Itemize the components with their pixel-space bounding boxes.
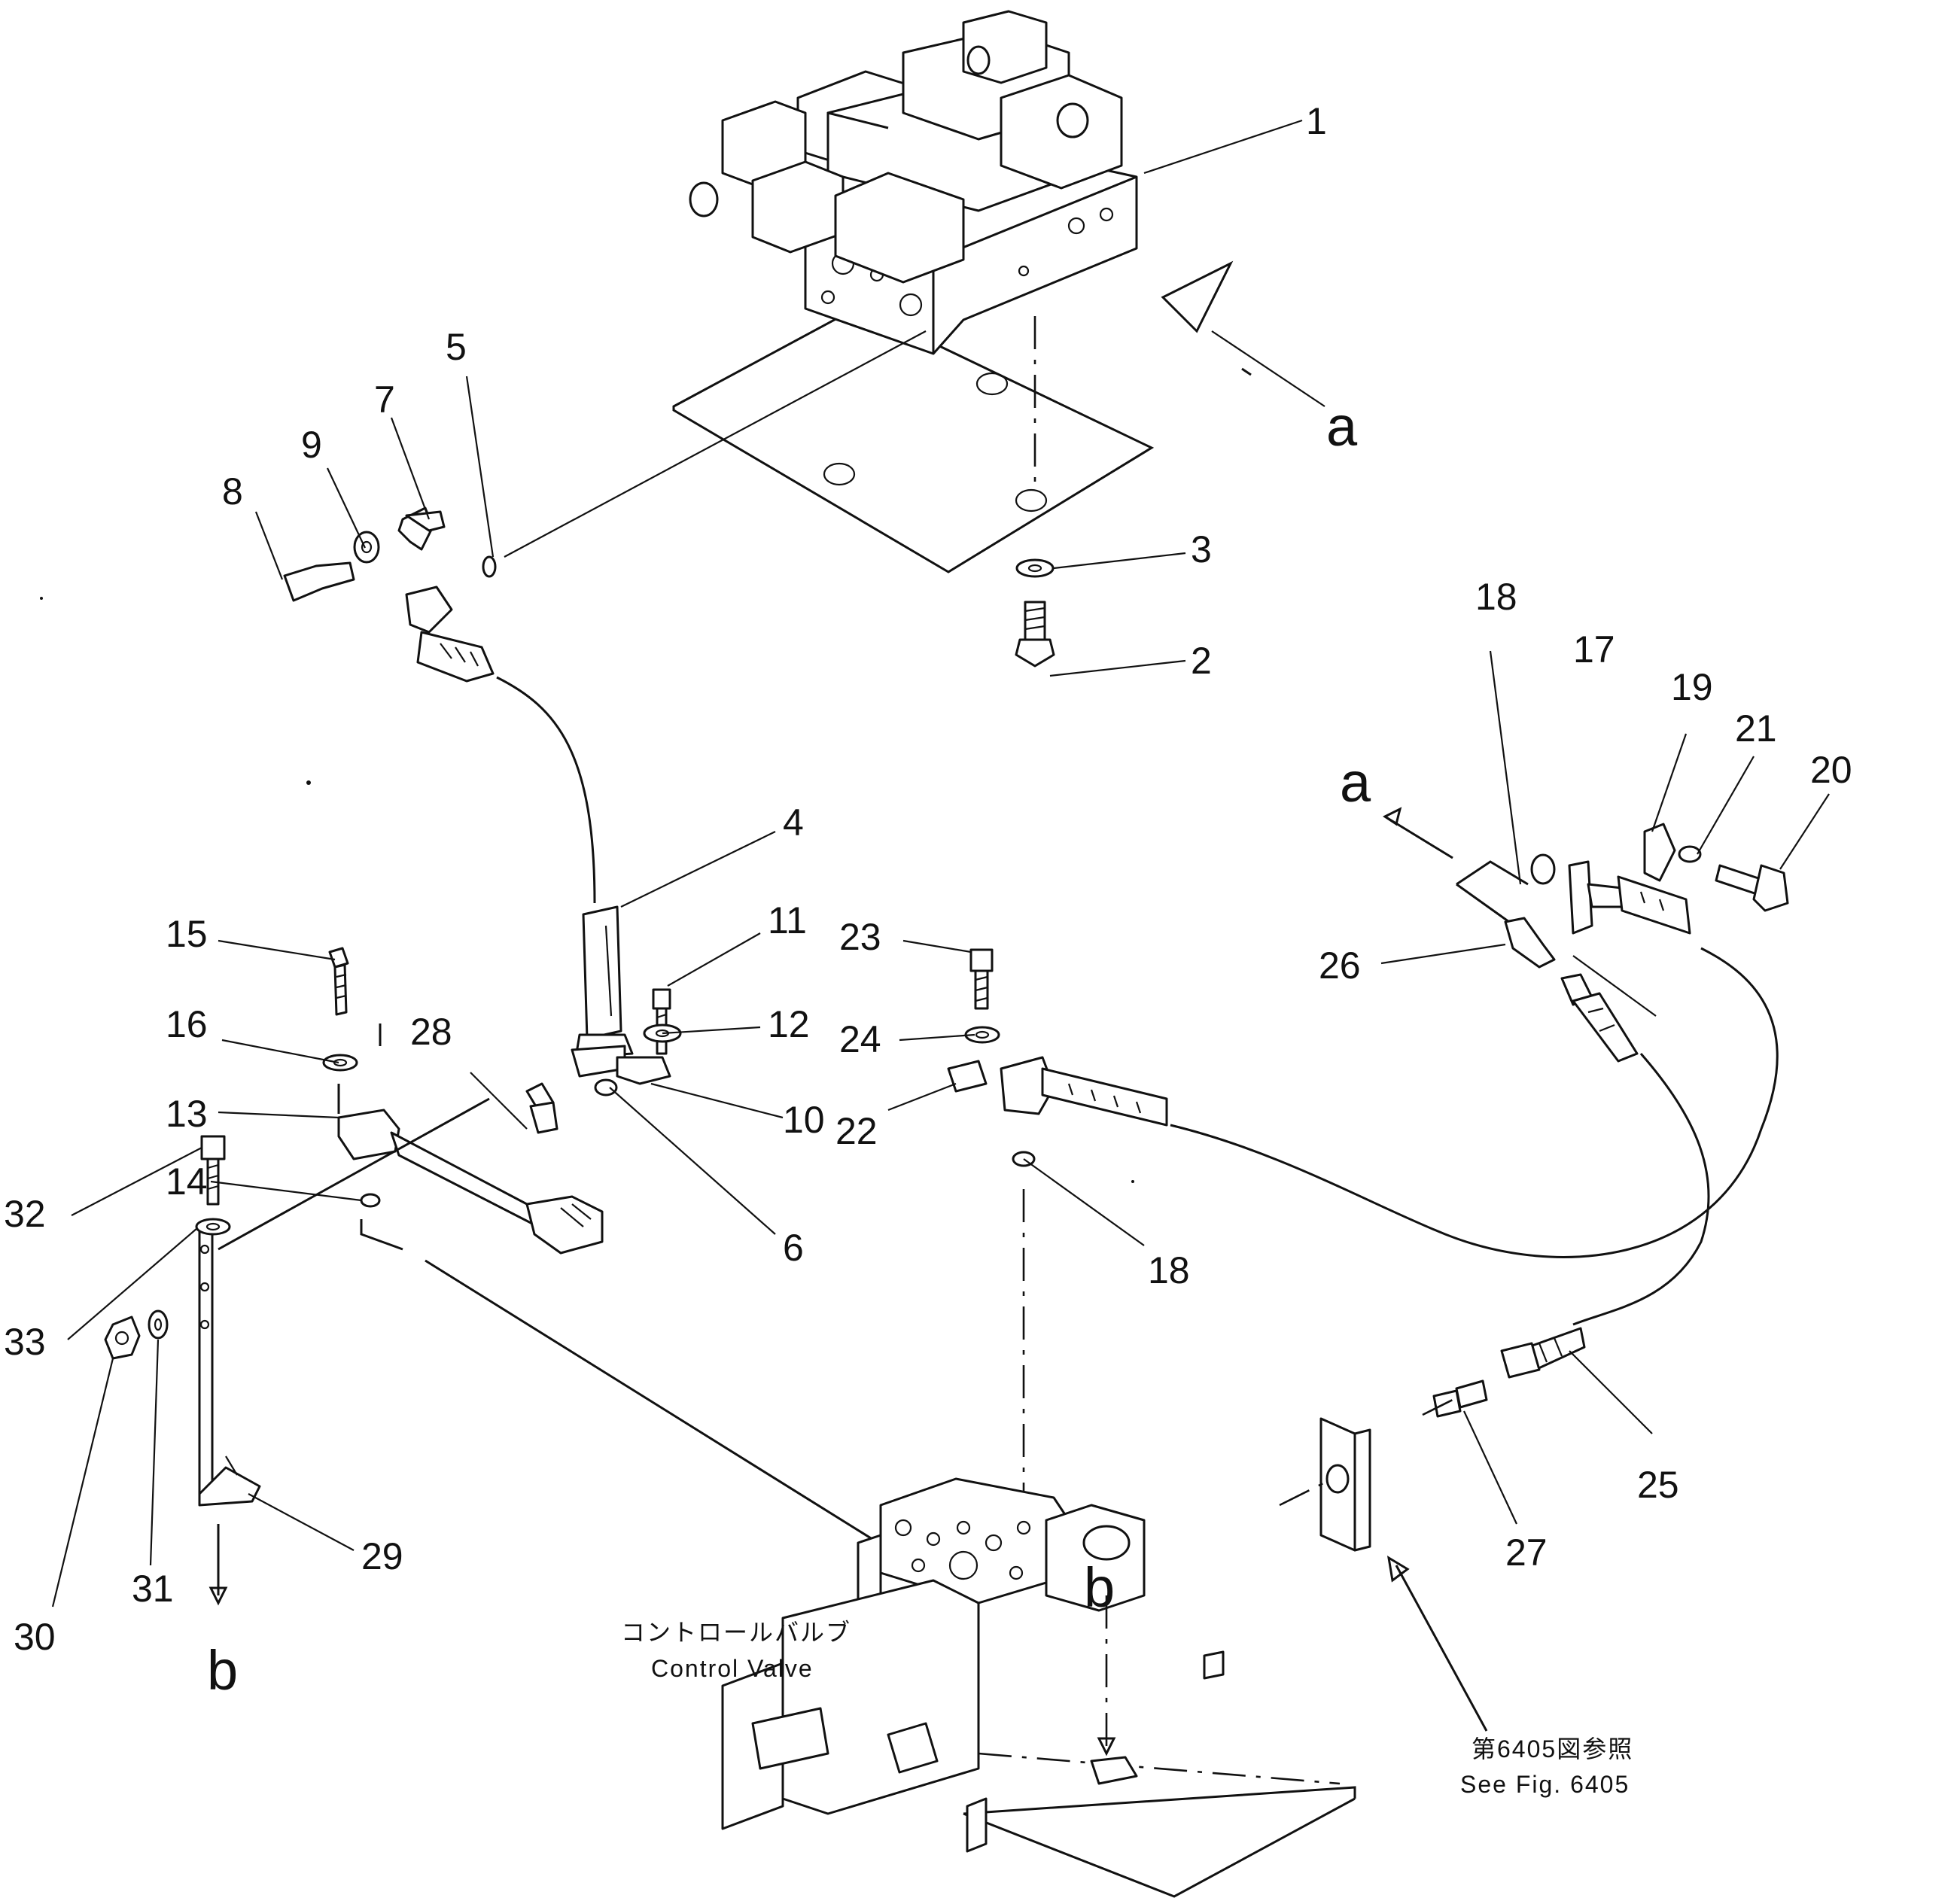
callout-3: 3 bbox=[1191, 528, 1212, 570]
ref-a-top: a bbox=[1326, 395, 1358, 458]
callout-1: 1 bbox=[1306, 100, 1327, 142]
captions: コントロールバルブ Control Valve 第6405図参照 See Fig… bbox=[621, 1619, 1633, 1798]
stray-dot bbox=[1131, 1180, 1134, 1183]
see-fig-label: See Fig. 6405 bbox=[1460, 1771, 1630, 1798]
callout-6: 6 bbox=[783, 1227, 804, 1269]
control-valve-label: Control Valve bbox=[651, 1655, 814, 1682]
stray-dot bbox=[306, 780, 311, 785]
callout-22: 22 bbox=[835, 1110, 878, 1152]
callout-32: 32 bbox=[4, 1193, 46, 1235]
callout-26: 26 bbox=[1319, 944, 1361, 987]
callout-13: 13 bbox=[166, 1093, 208, 1135]
center-fittings bbox=[594, 988, 682, 1096]
callout-10: 10 bbox=[783, 1099, 825, 1141]
left-lower-assembly bbox=[104, 947, 945, 1606]
left-hose-group bbox=[283, 330, 927, 1078]
callout-23: 23 bbox=[839, 916, 881, 958]
bolt-and-washer-2-3 bbox=[1015, 558, 1055, 668]
callout-30: 30 bbox=[14, 1616, 56, 1658]
callout-4: 4 bbox=[783, 801, 804, 844]
callout-24: 24 bbox=[839, 1018, 881, 1060]
callout-15: 15 bbox=[166, 913, 208, 955]
upper-right-assembly bbox=[1383, 807, 1789, 1063]
callout-31: 31 bbox=[132, 1568, 174, 1610]
stray-dot bbox=[40, 597, 43, 600]
callout-5: 5 bbox=[446, 326, 467, 368]
see-fig-label-jp: 第6405図参照 bbox=[1472, 1735, 1633, 1763]
callout-20: 20 bbox=[1810, 749, 1852, 791]
callout-18-upper: 18 bbox=[1475, 576, 1517, 618]
callout-2: 2 bbox=[1191, 640, 1212, 682]
callout-11: 11 bbox=[768, 899, 807, 941]
callout-numbers: 1 2 3 4 5 6 7 8 9 10 11 12 13 14 15 16 1… bbox=[4, 100, 1852, 1658]
callout-12: 12 bbox=[768, 1003, 810, 1045]
callout-19: 19 bbox=[1671, 666, 1713, 708]
ref-a-right: a bbox=[1340, 751, 1371, 814]
callout-29: 29 bbox=[361, 1535, 403, 1577]
control-valve bbox=[721, 1477, 1356, 1898]
callout-18-lower: 18 bbox=[1148, 1249, 1190, 1291]
callout-16: 16 bbox=[166, 1003, 208, 1045]
ref-b-center: b bbox=[1084, 1556, 1115, 1619]
ref-b-left: b bbox=[207, 1639, 238, 1702]
callout-28: 28 bbox=[410, 1011, 452, 1053]
control-valve-label-jp: コントロールバルブ bbox=[621, 1619, 851, 1646]
callout-17: 17 bbox=[1573, 628, 1615, 671]
callout-14: 14 bbox=[166, 1160, 208, 1203]
solenoid-valve-assembly bbox=[672, 10, 1325, 573]
callout-25: 25 bbox=[1637, 1464, 1679, 1506]
right-hose-route bbox=[1170, 947, 1779, 1326]
lower-right-assembly bbox=[1279, 1327, 1586, 1732]
right-center-fittings bbox=[947, 948, 1168, 1505]
callout-8: 8 bbox=[222, 470, 243, 513]
callout-33: 33 bbox=[4, 1321, 46, 1363]
reference-letters: a a b b bbox=[207, 395, 1371, 1702]
callout-9: 9 bbox=[301, 424, 322, 466]
leader-lines bbox=[51, 119, 1830, 1607]
callout-21: 21 bbox=[1735, 707, 1777, 750]
callout-7: 7 bbox=[374, 379, 395, 421]
callout-27: 27 bbox=[1505, 1531, 1548, 1574]
